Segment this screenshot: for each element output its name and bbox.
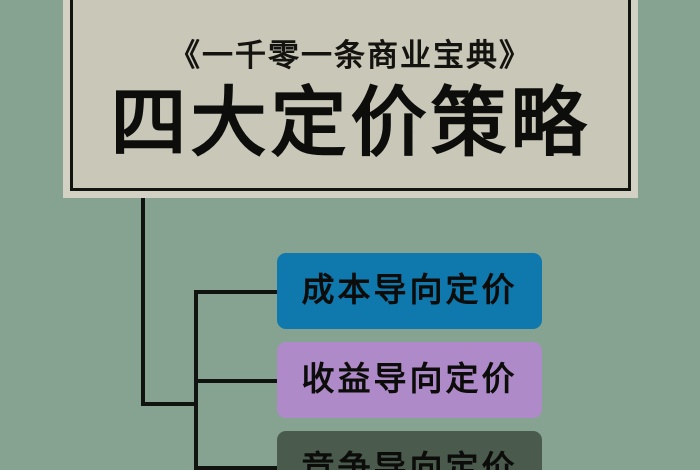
title-subtitle: 《一千零一条商业宝典》 <box>169 37 532 73</box>
connector-stem-elbow <box>141 402 198 406</box>
title-card: 《一千零一条商业宝典》 四大定价策略 <box>63 0 638 198</box>
page-title: 四大定价策略 <box>110 81 591 166</box>
node-competition-oriented-pricing[interactable]: 竞争导向定价 <box>277 431 542 470</box>
connector-branch-competition <box>194 466 284 470</box>
node-competition-oriented-pricing-label: 竞争导向定价 <box>301 450 518 470</box>
node-profit-oriented-pricing-label: 收益导向定价 <box>301 361 518 398</box>
node-profit-oriented-pricing[interactable]: 收益导向定价 <box>277 342 542 418</box>
connector-branch-cost <box>194 290 284 294</box>
title-card-inner: 《一千零一条商业宝典》 四大定价策略 <box>70 0 631 191</box>
connector-stem-vertical <box>141 198 145 406</box>
node-cost-oriented-pricing[interactable]: 成本导向定价 <box>277 253 542 329</box>
connector-branch-profit <box>194 379 284 383</box>
node-cost-oriented-pricing-label: 成本导向定价 <box>301 272 518 309</box>
